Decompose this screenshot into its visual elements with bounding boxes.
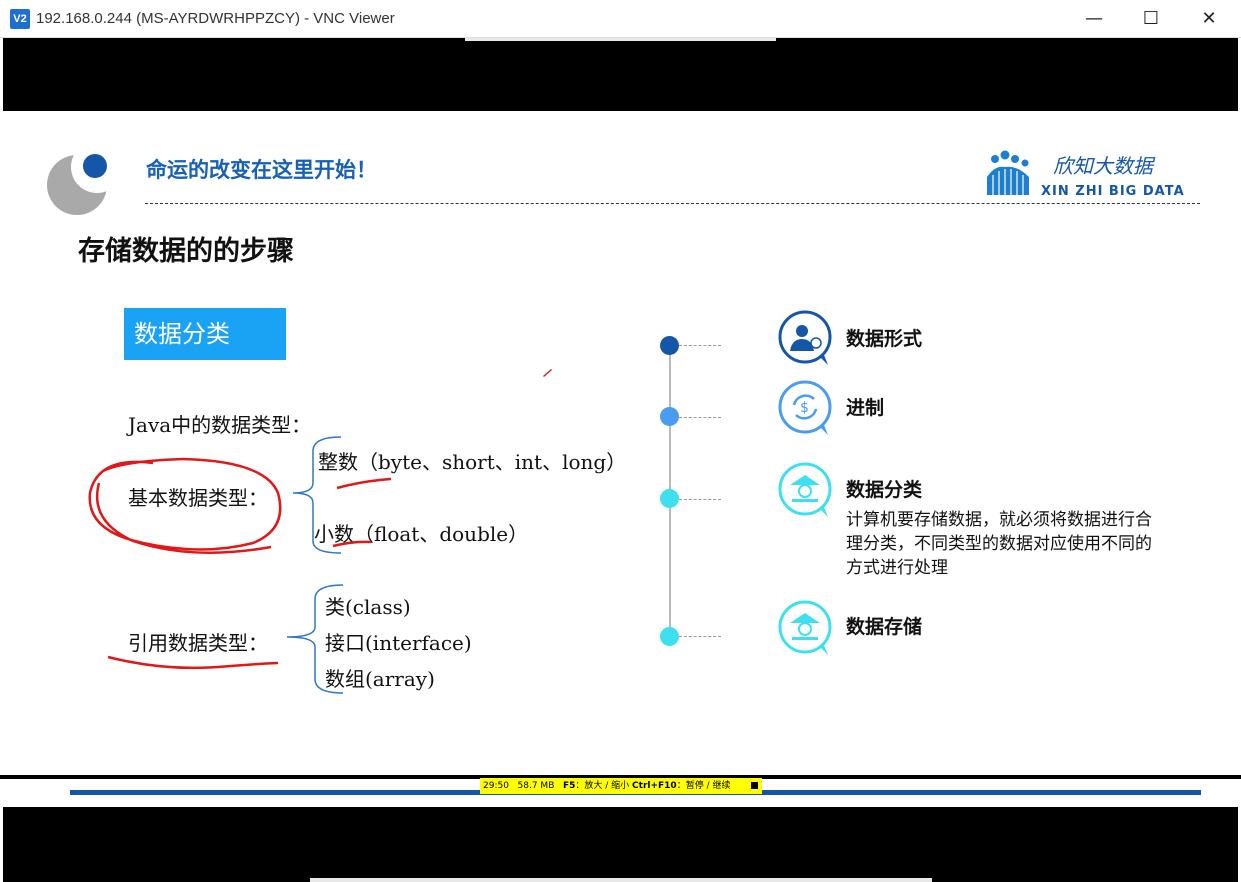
timeline-dot-3 [660,489,679,508]
reference-types-label: 引用数据类型： [128,631,268,655]
maximize-button[interactable]: ☐ [1142,8,1160,29]
bank-dollar-icon-2 [778,600,832,655]
status-time: 29:50 [483,781,509,791]
status-hint-key1: F5 [562,781,576,791]
timeline-label-2: 进制 [846,397,885,419]
timeline-desc-3: 计算机要存储数据，就必须将数据进行合理分类，不同类型的数据对应使用不同的方式进行… [846,510,1152,578]
status-hint-text2: ：暂停 / 继续 [676,781,731,791]
integer-types-line: 整数（byte、short、int、long） [318,450,627,474]
svg-text:$: $ [800,400,809,416]
ref-class-line: 类(class) [325,595,411,619]
logo-blue-dot [83,154,107,178]
window-title: 192.168.0.244 (MS-AYRDWRHPPZCY) - VNC Vi… [36,10,395,27]
bank-dollar-icon-1 [778,462,832,517]
timeline-dot-1 [660,336,679,355]
close-button[interactable]: ✕ [1201,8,1217,29]
remote-toolbar-handle[interactable] [465,38,776,41]
recording-status-bar[interactable]: 29:50 58.7 MB F5：放大 / 缩小 Ctrl+F10：暂停 / 继… [480,778,762,794]
window-frame-right [1238,38,1241,882]
timeline-label-4: 数据存储 [846,616,923,638]
stop-recording-icon[interactable] [751,782,758,789]
timeline-dot-4 [660,627,679,646]
reference-bracket [286,584,344,694]
ref-interface-line: 接口(interface) [325,631,472,655]
timeline-dash-4 [679,636,721,637]
title-bar: V2 192.168.0.244 (MS-AYRDWRHPPZCY) - VNC… [0,0,1241,38]
status-memory: 58.7 MB [517,781,555,791]
dollar-cycle-icon: $ [778,380,832,435]
java-types-label: Java中的数据类型： [128,413,312,437]
slide-title: 存储数据的的步骤 [78,236,294,267]
brand-logo: 欣知大数据 XIN ZHI BIG DATA [987,150,1185,199]
timeline-label-1: 数据形式 [846,328,923,350]
window-frame-left [0,38,3,882]
slogan-text: 命运的改变在这里开始！ [146,158,377,182]
ref-array-line: 数组(array) [325,667,435,691]
timeline-dash-3 [679,499,721,500]
bracket-and-annotation-layer [88,369,552,694]
svg-text:XIN ZHI BIG DATA: XIN ZHI BIG DATA [1041,184,1185,199]
minimize-button[interactable]: — [1085,8,1103,29]
mouse-pen-cursor [543,369,552,377]
red-underline-decimal [332,540,372,548]
red-underline-reference [107,655,279,670]
primitive-bracket [292,436,342,554]
category-box: 数据分类 [124,308,286,360]
timeline-label-3: 数据分类 [846,479,923,501]
svg-text:欣知大数据: 欣知大数据 [1053,154,1156,178]
timeline-dot-2 [660,407,679,426]
timeline-dash-1 [679,345,721,346]
timeline-dash-2 [679,417,721,418]
header-divider [145,203,1200,204]
slide-bottom-edge [0,775,1241,779]
bottom-handle [310,878,932,882]
vnc-app-icon: V2 [10,9,30,29]
presentation-slide[interactable]: 命运的改变在这里开始！ 欣知大数据 XIN ZHI BIG DATA 存储数据 [3,111,1239,775]
person-dollar-icon [778,310,832,365]
status-hint-text1: ：放大 / 缩小 [575,781,630,791]
red-circle-annotation [88,457,282,555]
primitive-types-label: 基本数据类型： [128,486,268,510]
status-hint-key2: Ctrl+F10 [632,781,677,791]
red-underline-integer [336,477,392,490]
